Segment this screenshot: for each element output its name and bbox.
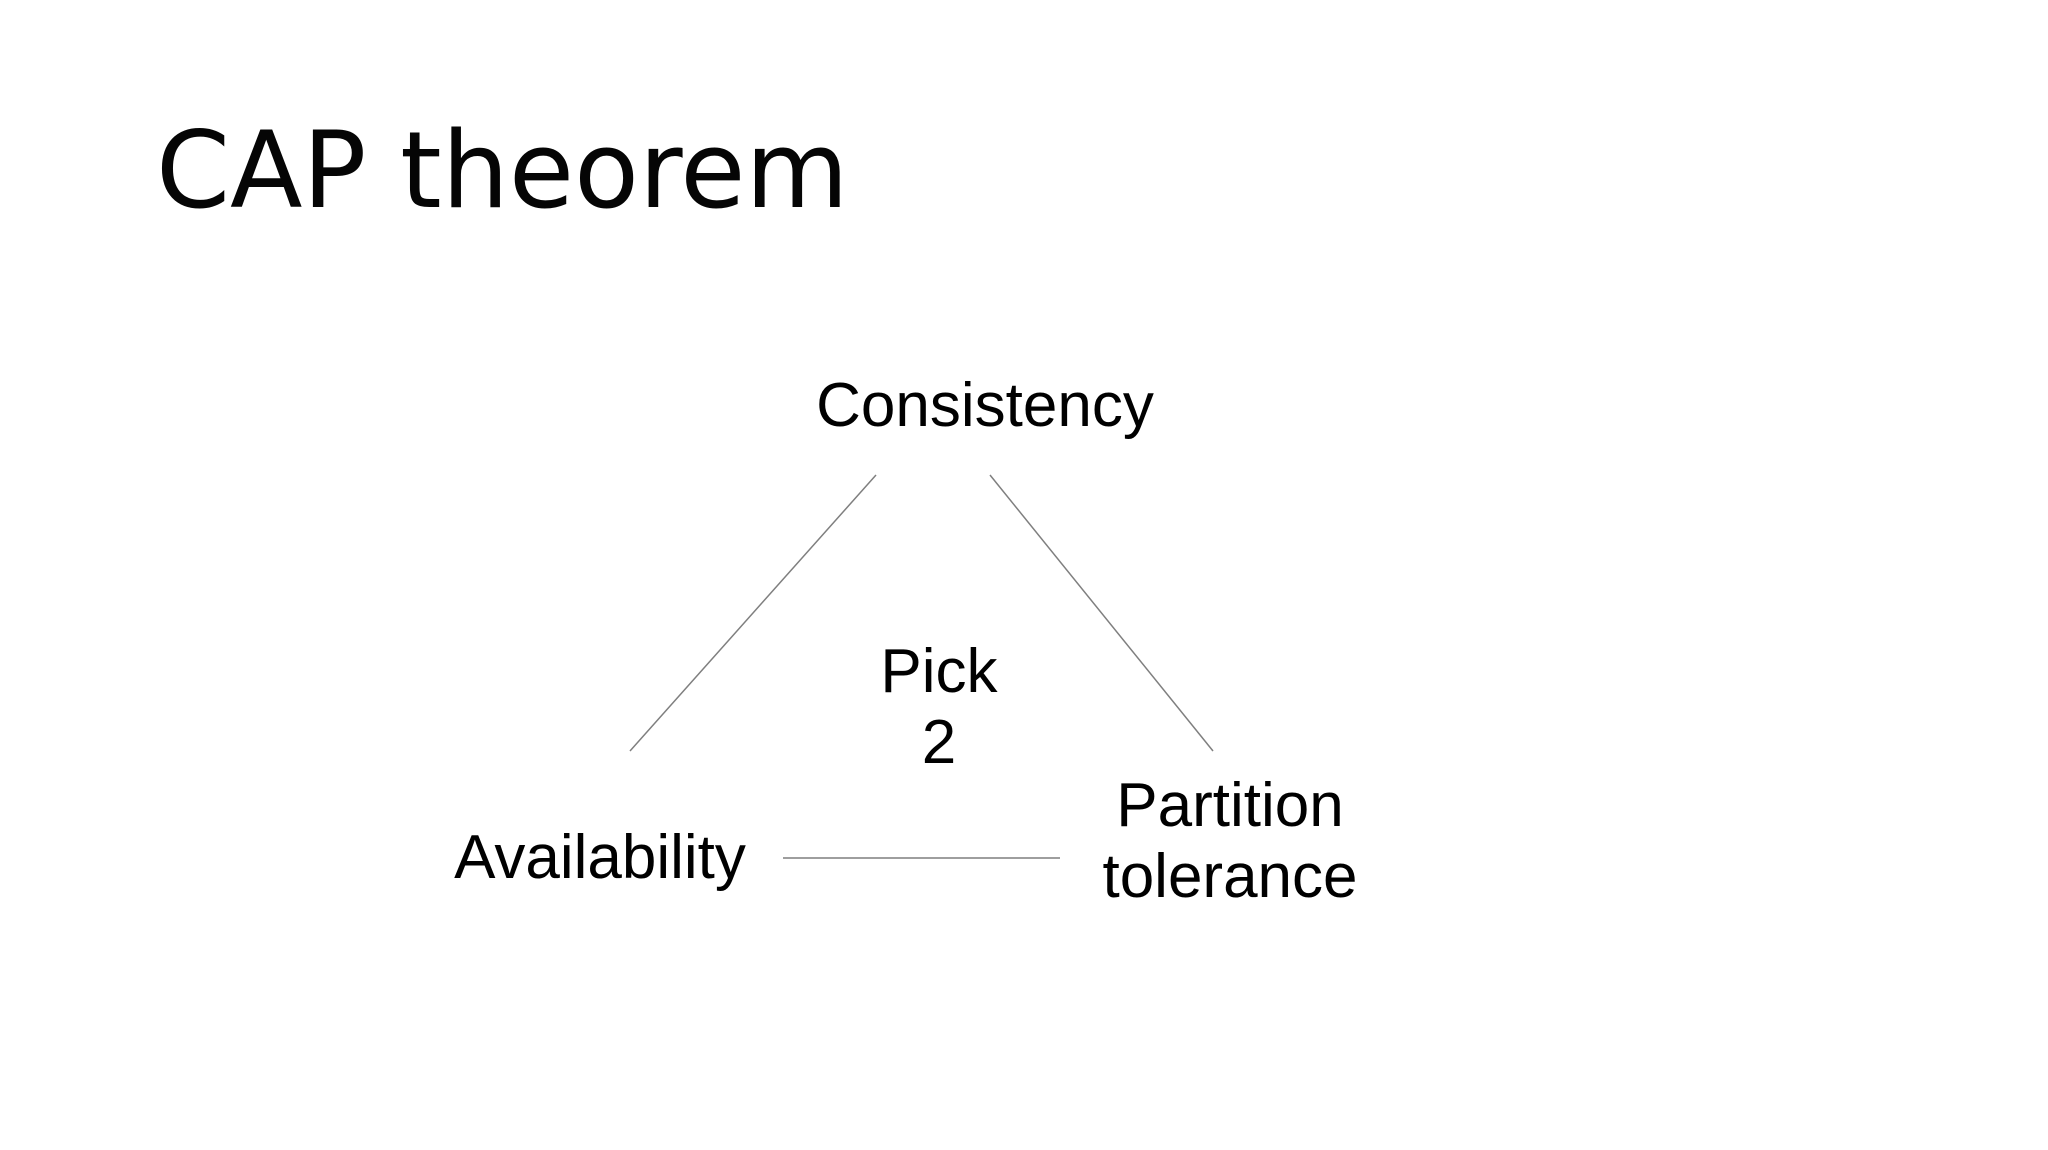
- partition-tolerance-line2: tolerance: [1102, 842, 1358, 912]
- edge-consistency-partition-tolerance: [989, 474, 1214, 752]
- pick-2-line2: 2: [921, 708, 957, 778]
- pick-2-label: Pick 2: [880, 636, 997, 779]
- slide-title: CAP theorem: [156, 109, 849, 232]
- pick-2-line1: Pick: [880, 637, 998, 706]
- node-partition-tolerance: Partition tolerance: [1102, 770, 1357, 913]
- node-consistency: Consistency: [816, 371, 1154, 440]
- node-availability: Availability: [454, 823, 746, 892]
- partition-tolerance-line1: Partition: [1116, 771, 1344, 840]
- edge-consistency-availability: [629, 474, 877, 752]
